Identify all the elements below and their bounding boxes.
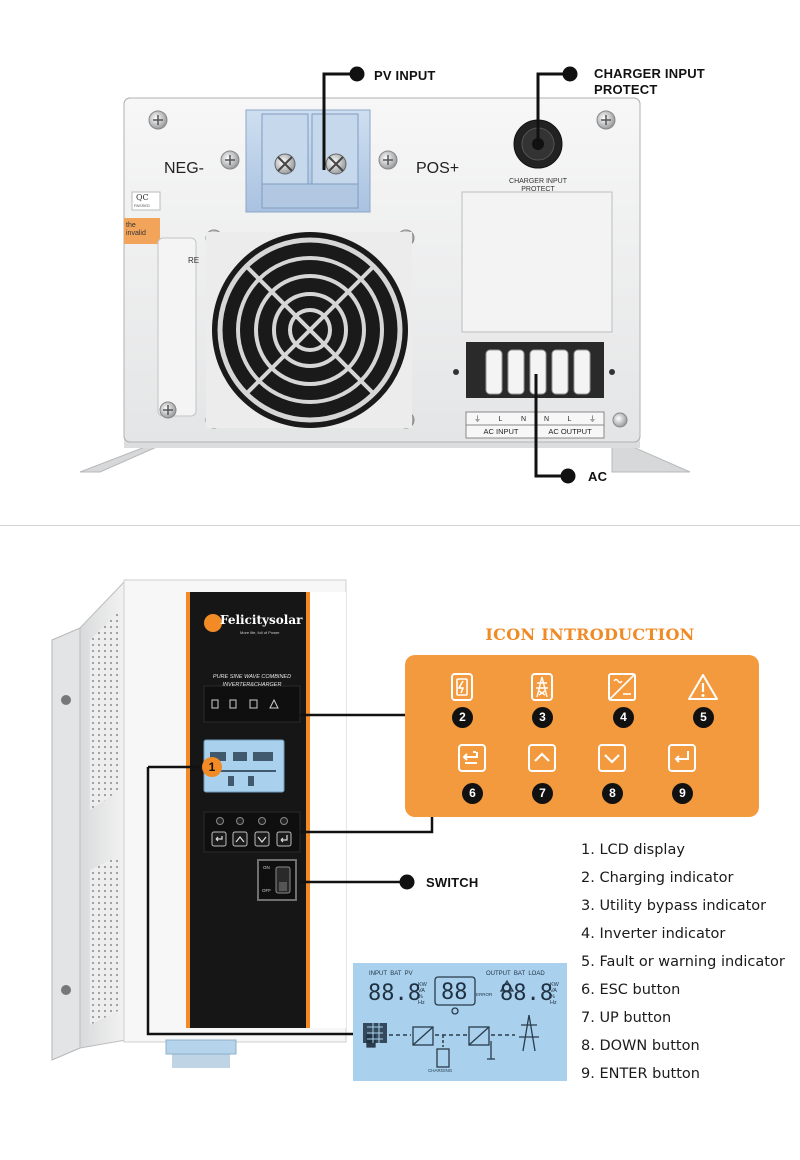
legend-item: 5. Fault or warning indicator [581,954,785,970]
icon-intro-panel: 2 3 4 5 6 7 8 9 [405,655,759,817]
enter-button[interactable] [276,831,292,847]
terminal-label: ⏚ [589,416,596,423]
switch-off-label: OFF [262,888,271,893]
icon-number-badge: 6 [462,783,483,804]
terminal-label: N [520,416,527,423]
inverter-front-view [51,578,434,1068]
terminal-labels: ⏚ L N N L ⏚ [466,414,604,425]
utility-tower-icon [525,672,559,702]
qc-text: QC [136,193,149,202]
pv-input-callout: PV INPUT [374,68,436,83]
icon-number-badge: 8 [602,783,623,804]
switch-on-label: ON [263,865,270,870]
legend-item: 9. ENTER button [581,1066,700,1082]
pos-label: POS+ [416,160,460,177]
legend-item: 4. Inverter indicator [581,926,726,942]
lcd-units-right: KW VA % Hz [550,982,559,1006]
legend-list: 1. LCD display 2. Charging indicator 3. … [581,840,785,1092]
ac-callout: AC [588,469,608,484]
re-text: RE [188,256,200,265]
warning-icon [686,672,720,702]
ac-output-label: AC OUTPUT [548,427,592,436]
terminal-label: L [567,416,572,423]
brand-name: Felicitysolar [220,613,303,627]
neg-label: NEG- [164,160,204,177]
legend-item: 2. Charging indicator [581,870,734,886]
esc-return-icon [455,743,489,773]
terminal-label: ⏚ [474,416,481,423]
lcd-labels-right: OUTPUT BAT LOAD [486,971,545,977]
switch-callout: SWITCH [426,875,479,890]
up-button[interactable] [232,831,248,847]
ac-input-label: AC INPUT [483,427,519,436]
charger-input-protect-callout: CHARGER INPUT PROTECT [594,66,705,97]
sticker-text: the invalid [126,222,146,237]
section-divider [0,525,800,526]
icon-number-badge: 7 [532,783,553,804]
front-panel [188,592,310,1028]
terminal-label: L [498,416,503,423]
legend-item: 1. LCD display [581,842,685,858]
legend-item: 7. UP button [581,1010,672,1026]
cooling-fan [206,232,412,428]
down-arrow-icon [595,743,629,773]
lcd-units-left: KW VA % Hz [418,982,427,1006]
inverter-icon [605,672,639,702]
ac-cover-plate [461,191,613,333]
lcd-error-text: ERROR [476,992,493,997]
qc-subtext: PASSED [134,203,150,208]
battery-charging-icon [445,672,479,702]
icon-number-badge: 5 [693,707,714,728]
lcd-digits-mid: 88 [441,980,468,1005]
product-line-1: PURE SINE WAVE COMBINED [212,674,292,680]
icon-number-badge: 2 [452,707,473,728]
inverter-top-view [79,66,691,484]
lcd-charging-text: CHARGING [428,1068,453,1073]
wall-bracket [51,627,81,1061]
warranty-sticker [124,218,160,244]
lcd-callout-number: 1 [208,760,216,774]
icon-number-badge: 9 [672,783,693,804]
enter-icon [665,743,699,773]
callout-lines [322,72,570,478]
lcd-display-closeup [353,963,567,1081]
lcd-labels-left: INPUT BAT PV [369,971,413,977]
down-button[interactable] [254,831,270,847]
terminal-label: N [543,416,550,423]
lcd-digits-right: 88.8 [500,981,553,1006]
charger-printed-label: CHARGER INPUT PROTECT [509,178,567,193]
legend-item: 3. Utility bypass indicator [581,898,767,914]
brand-tagline: More life, full of Power [240,630,280,635]
up-arrow-icon [525,743,559,773]
legend-item: 8. DOWN button [581,1038,700,1054]
icon-intro-title: ICON INTRODUCTION [485,625,695,644]
brand-logo-icon [204,614,222,632]
lcd-digits-left: 88.8 [368,981,421,1006]
label-plate [157,237,197,417]
legend-item: 6. ESC button [581,982,681,998]
icon-number-badge: 3 [532,707,553,728]
product-line-2: INVERTER&CHARGER [222,682,282,688]
icon-number-badge: 4 [613,707,634,728]
qc-sticker [131,191,161,211]
